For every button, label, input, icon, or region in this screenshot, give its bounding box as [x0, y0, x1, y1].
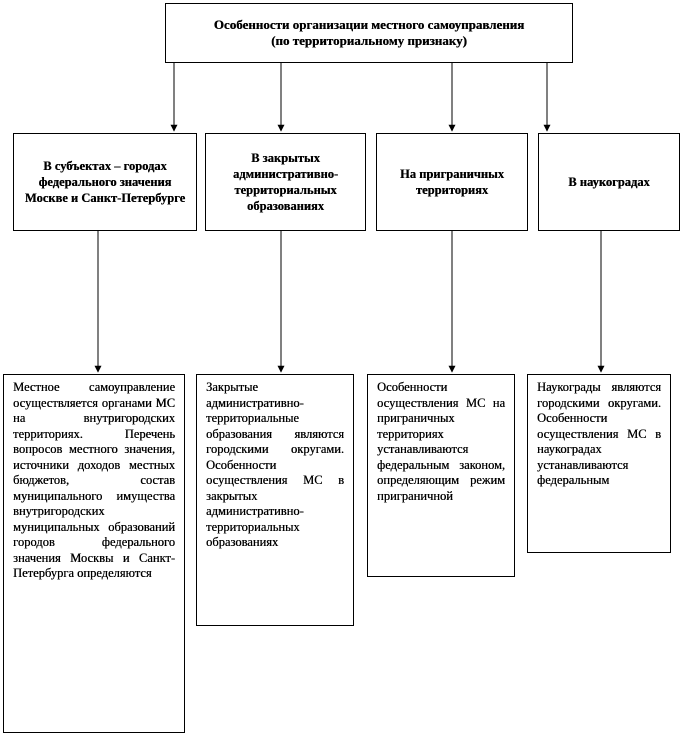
category-label: В наукоградах — [568, 175, 650, 189]
description-text: Наукограды являются городскими округами.… — [537, 380, 661, 487]
description-box-border-territories: Особенности осуществления МС на приграни… — [367, 374, 515, 577]
description-box-federal-cities: Местное самоуправление осуществляется ор… — [3, 374, 185, 733]
description-text: Местное самоуправление осуществляется ор… — [13, 380, 175, 580]
root-box: Особенности организации местного самоупр… — [165, 3, 573, 63]
description-text: Закрытые административно-территориальные… — [206, 380, 344, 549]
description-box-zato: Закрытые административно-территориальные… — [196, 374, 354, 626]
category-box-federal-cities: В субъектах – городах федерального значе… — [13, 133, 197, 231]
category-box-border-territories: На приграничных территориях — [376, 133, 528, 231]
category-label: В закрытых административно-территориальн… — [232, 151, 339, 213]
description-box-science-cities: Наукограды являются городскими округами.… — [527, 374, 671, 553]
category-box-zato: В закрытых административно-территориальн… — [205, 133, 366, 231]
root-title-line-1: Особенности организации местного самоупр… — [213, 17, 525, 32]
root-title-line-2: (по территориальному признаку) — [271, 33, 467, 48]
category-label: В субъектах – городах федерального значе… — [24, 159, 186, 205]
category-box-science-cities: В наукоградах — [538, 133, 680, 231]
description-text: Особенности осуществления МС на приграни… — [377, 380, 505, 503]
category-label: На приграничных территориях — [400, 167, 504, 197]
